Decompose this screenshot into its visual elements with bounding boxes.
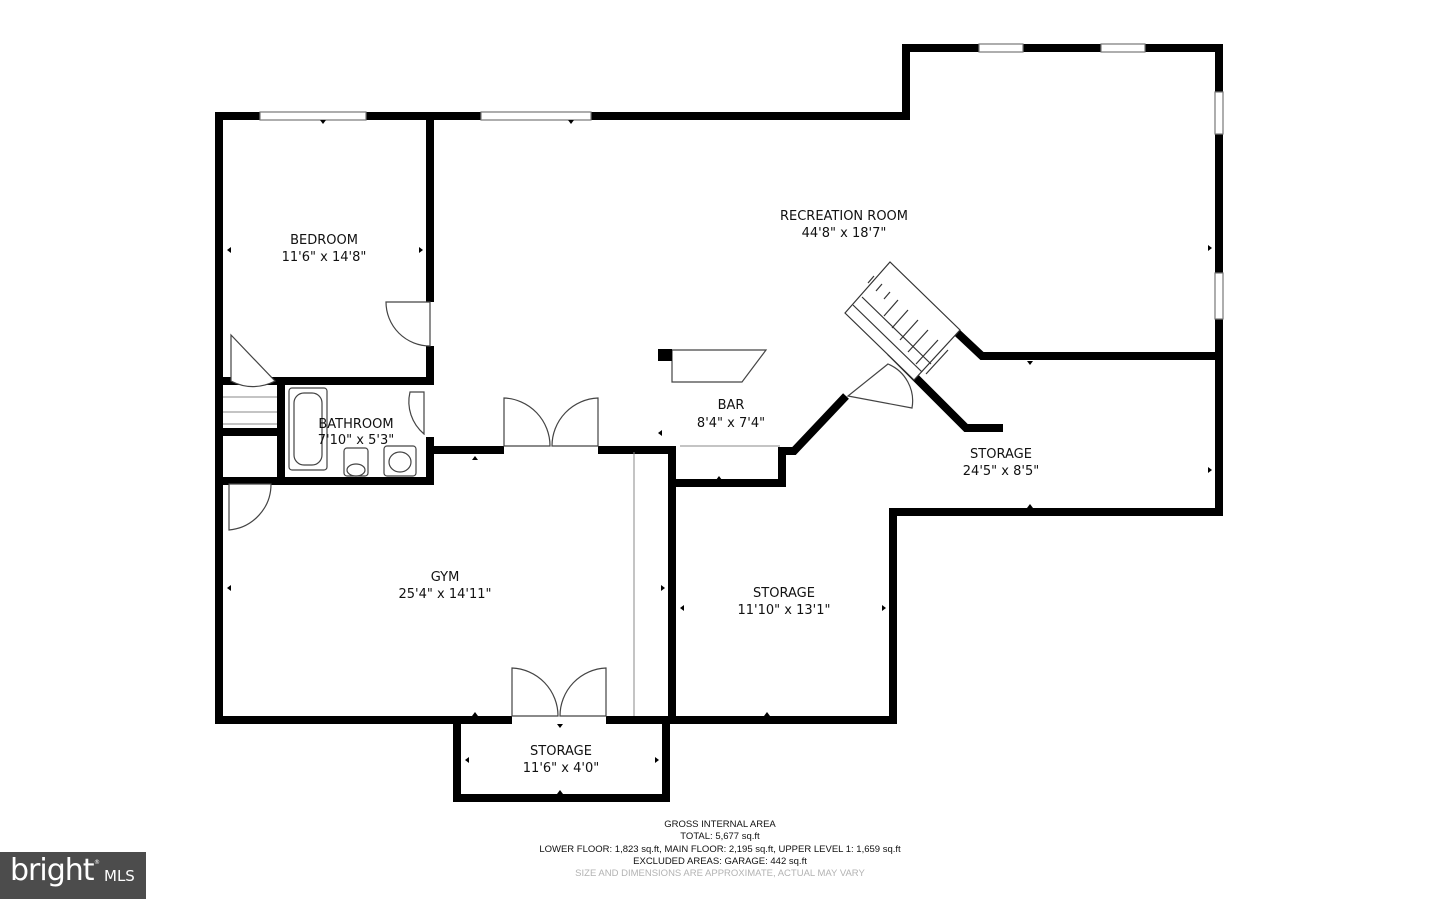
room-name-storage-right: STORAGE bbox=[970, 447, 1032, 462]
stairs bbox=[844, 261, 961, 381]
room-dims-gym: 25'4" x 14'11" bbox=[399, 587, 492, 602]
area-summary-disclaimer: SIZE AND DIMENSIONS ARE APPROXIMATE, ACT… bbox=[575, 868, 865, 880]
bar-counter bbox=[658, 349, 768, 383]
area-summary: GROSS INTERNAL AREA TOTAL: 5,677 sq.ft L… bbox=[519, 819, 921, 880]
room-labels: BEDROOM 11'6" x 14'8" RECREATION ROOM 44… bbox=[282, 209, 1040, 776]
window bbox=[1214, 272, 1224, 320]
door-swing bbox=[511, 667, 559, 717]
walls bbox=[215, 44, 1223, 802]
area-summary-total: TOTAL: 5,677 sq.ft bbox=[680, 831, 760, 843]
door-swing bbox=[230, 333, 276, 388]
bright-mls-logo: bright ® MLS bbox=[0, 852, 146, 899]
room-name-bedroom: BEDROOM bbox=[290, 233, 358, 248]
partitions bbox=[223, 396, 780, 716]
room-name-recreation: RECREATION ROOM bbox=[780, 209, 908, 224]
room-dims-bar: 8'4" x 7'4" bbox=[697, 416, 765, 431]
room-dims-storage-mid: 11'10" x 13'1" bbox=[738, 603, 831, 618]
room-name-bar: BAR bbox=[718, 398, 745, 413]
logo-registered-mark: ® bbox=[94, 859, 100, 866]
room-dims-bedroom: 11'6" x 14'8" bbox=[282, 250, 367, 265]
dimension-ticks bbox=[227, 120, 1212, 794]
window bbox=[978, 43, 1024, 53]
logo-brand: bright bbox=[10, 853, 95, 888]
window bbox=[480, 111, 592, 121]
window bbox=[259, 111, 367, 121]
window bbox=[1100, 43, 1146, 53]
logo-mls: MLS bbox=[104, 867, 135, 885]
room-name-bathroom: BATHROOM bbox=[318, 417, 393, 432]
room-dims-bathroom: 7'10" x 5'3" bbox=[318, 433, 394, 448]
room-name-storage-bottom: STORAGE bbox=[530, 744, 592, 759]
bathroom-fixtures bbox=[288, 387, 417, 477]
door-swing bbox=[503, 397, 551, 447]
window bbox=[1214, 91, 1224, 135]
area-summary-title: GROSS INTERNAL AREA bbox=[664, 819, 776, 830]
door-swing bbox=[559, 667, 607, 717]
room-dims-storage-right: 24'5" x 8'5" bbox=[963, 464, 1039, 479]
room-name-gym: GYM bbox=[431, 570, 460, 585]
door-swing bbox=[228, 483, 272, 531]
room-dims-storage-bottom: 11'6" x 4'0" bbox=[523, 761, 599, 776]
room-name-storage-mid: STORAGE bbox=[753, 586, 815, 601]
doors bbox=[228, 301, 914, 717]
room-dims-recreation: 44'8" x 18'7" bbox=[802, 226, 887, 241]
door-swing bbox=[846, 363, 914, 409]
door-swing bbox=[385, 301, 431, 347]
windows bbox=[259, 43, 1224, 320]
door-swing bbox=[551, 397, 599, 447]
area-summary-excluded: EXCLUDED AREAS: GARAGE: 442 sq.ft bbox=[633, 855, 807, 867]
door-swing bbox=[408, 391, 425, 436]
area-summary-floors: LOWER FLOOR: 1,823 sq.ft, MAIN FLOOR: 2,… bbox=[539, 843, 901, 855]
